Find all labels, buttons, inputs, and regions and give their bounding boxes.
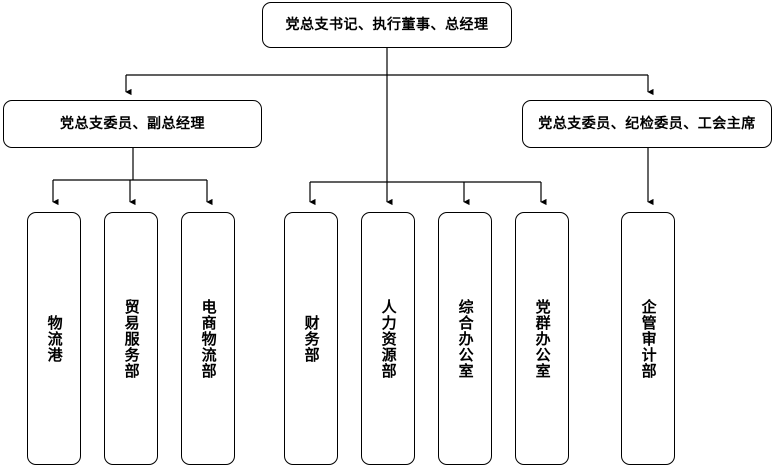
node-discipline-union-label: 党总支委员、纪检委员、工会主席 [538, 115, 756, 132]
dept-label-1: 物流港 [45, 314, 64, 363]
node-deputy-gm-label: 党总支委员、副总经理 [60, 115, 205, 132]
dept-box-3[interactable]: 电商物流部 [181, 212, 235, 465]
dept-label-5: 人力资源部 [379, 298, 398, 379]
node-discipline-union[interactable]: 党总支委员、纪检委员、工会主席 [522, 100, 772, 148]
dept-box-2[interactable]: 贸易服务部 [104, 212, 158, 465]
dept-label-2: 贸易服务部 [122, 298, 141, 379]
dept-label-3: 电商物流部 [199, 298, 218, 379]
dept-label-8: 企管审计部 [639, 298, 658, 379]
dept-box-5[interactable]: 人力资源部 [361, 212, 415, 465]
node-top-leader-label: 党总支书记、执行董事、总经理 [285, 16, 489, 33]
dept-label-7: 党群办公室 [533, 298, 552, 379]
dept-box-6[interactable]: 综合办公室 [438, 212, 492, 465]
dept-box-1[interactable]: 物流港 [27, 212, 81, 465]
dept-box-8[interactable]: 企管审计部 [621, 212, 675, 465]
dept-box-4[interactable]: 财务部 [284, 212, 338, 465]
dept-label-6: 综合办公室 [456, 298, 475, 379]
node-top-leader[interactable]: 党总支书记、执行董事、总经理 [262, 2, 512, 48]
dept-label-4: 财务部 [302, 314, 321, 363]
dept-box-7[interactable]: 党群办公室 [515, 212, 569, 465]
node-deputy-gm[interactable]: 党总支委员、副总经理 [3, 100, 262, 148]
